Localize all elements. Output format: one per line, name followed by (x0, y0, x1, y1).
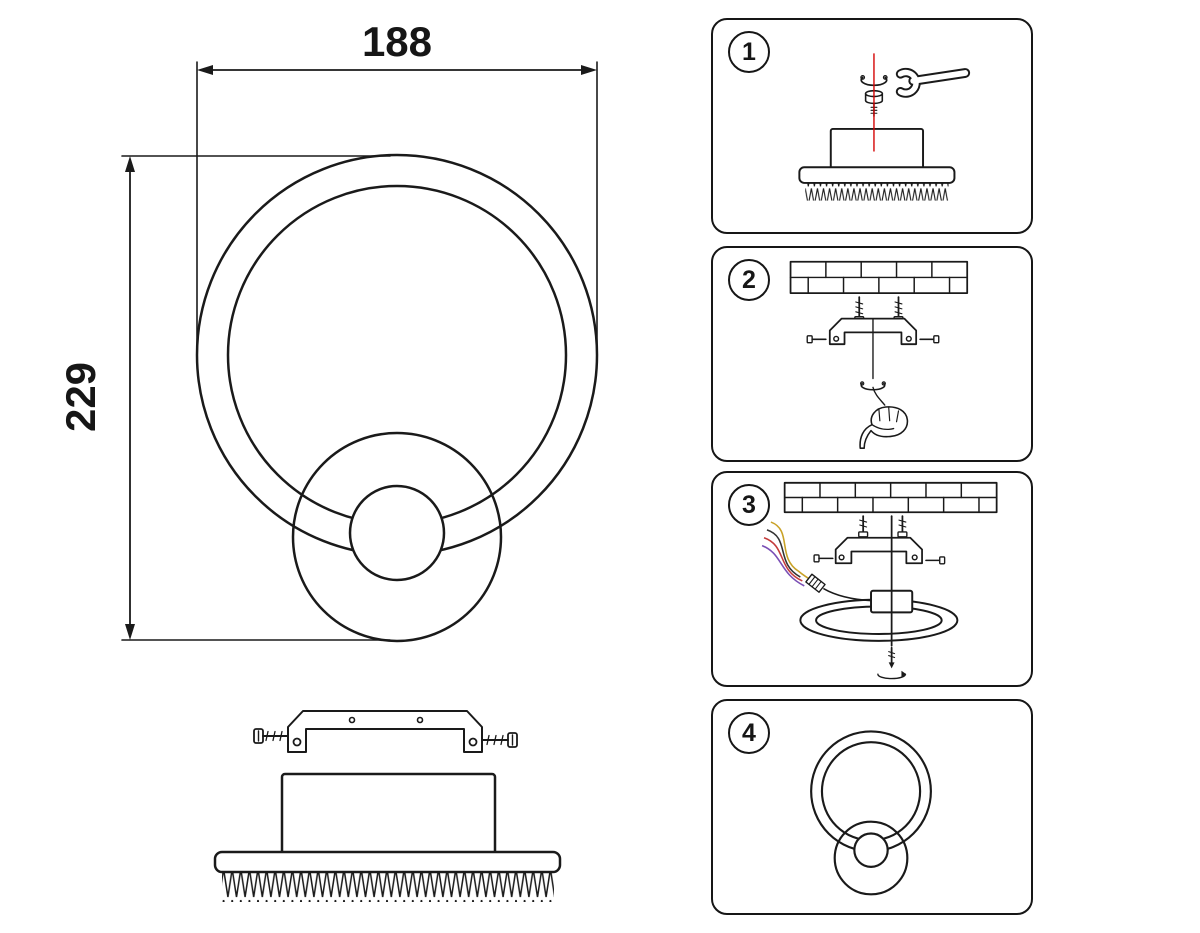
step-number: 1 (742, 37, 756, 66)
step-number-badge: 1 (728, 31, 770, 73)
bracket-screw-right-icon (919, 335, 940, 344)
wire-yellow (770, 521, 815, 583)
lamp-base (798, 127, 956, 201)
bracket-screw-left-icon (813, 554, 834, 563)
step4-illustration (810, 730, 932, 896)
wall-anchor-right-icon (897, 515, 908, 538)
step-number-badge: 4 (728, 712, 770, 754)
step3-illustration (761, 481, 998, 680)
dimensioned-front-view: 188 229 (57, 18, 599, 902)
fixing-screw-icon (877, 646, 907, 680)
width-dimension: 188 (196, 18, 598, 351)
step-panel-3: 3 (711, 471, 1033, 687)
hand-icon (859, 406, 909, 450)
mounting-bracket (253, 710, 518, 753)
wire-purple (761, 544, 805, 587)
lamp-base-side-view (213, 772, 562, 902)
serrated-teeth (805, 182, 949, 201)
ring-lamp-body (799, 589, 959, 642)
arrow-down-icon (125, 624, 135, 640)
mounting-bracket (834, 536, 923, 565)
lamp-base-circle (291, 431, 503, 643)
step2-illustration (789, 260, 969, 450)
wire-dark (766, 529, 801, 578)
knob-circle (348, 484, 446, 582)
wire-bundle (761, 521, 872, 602)
hanging-wire (860, 317, 886, 406)
arrow-left-icon (197, 65, 213, 75)
lamp-base-circle (833, 820, 909, 896)
wall-anchor-left-icon (858, 515, 869, 538)
bracket-screw-left-icon (806, 335, 827, 344)
step-number: 2 (742, 265, 756, 294)
step-number: 3 (742, 490, 756, 519)
step-panel-2: 2 (711, 246, 1033, 462)
step-panel-1: 1 (711, 18, 1033, 234)
assembled-lamp-front-view (810, 730, 932, 896)
step-number: 4 (742, 718, 756, 747)
circlip-icon (860, 382, 886, 391)
brick-wall (783, 481, 998, 514)
step1-illustration (798, 53, 971, 201)
ring-lamp-front-view (195, 153, 599, 643)
width-dimension-label: 188 (362, 18, 432, 65)
step-number-badge: 3 (728, 484, 770, 526)
height-dimension: 229 (57, 155, 391, 641)
bracket-screw-left-icon (253, 728, 288, 744)
arrow-right-icon (581, 65, 597, 75)
step-panel-4: 4 (711, 699, 1033, 915)
serrated-teeth (222, 871, 554, 902)
arrow-up-icon (125, 156, 135, 172)
wire-red (763, 537, 803, 582)
step-number-badge: 2 (728, 259, 770, 301)
brick-wall (789, 260, 969, 295)
knob-circle (853, 832, 889, 868)
bracket-screw-right-icon (482, 732, 518, 748)
bracket-screw-right-icon (925, 556, 946, 565)
ring-inner-circle (226, 184, 568, 526)
wire-connector (805, 573, 826, 593)
wrench-icon (895, 67, 971, 98)
height-dimension-label: 229 (57, 362, 104, 432)
ring-inner-circle (820, 741, 922, 842)
